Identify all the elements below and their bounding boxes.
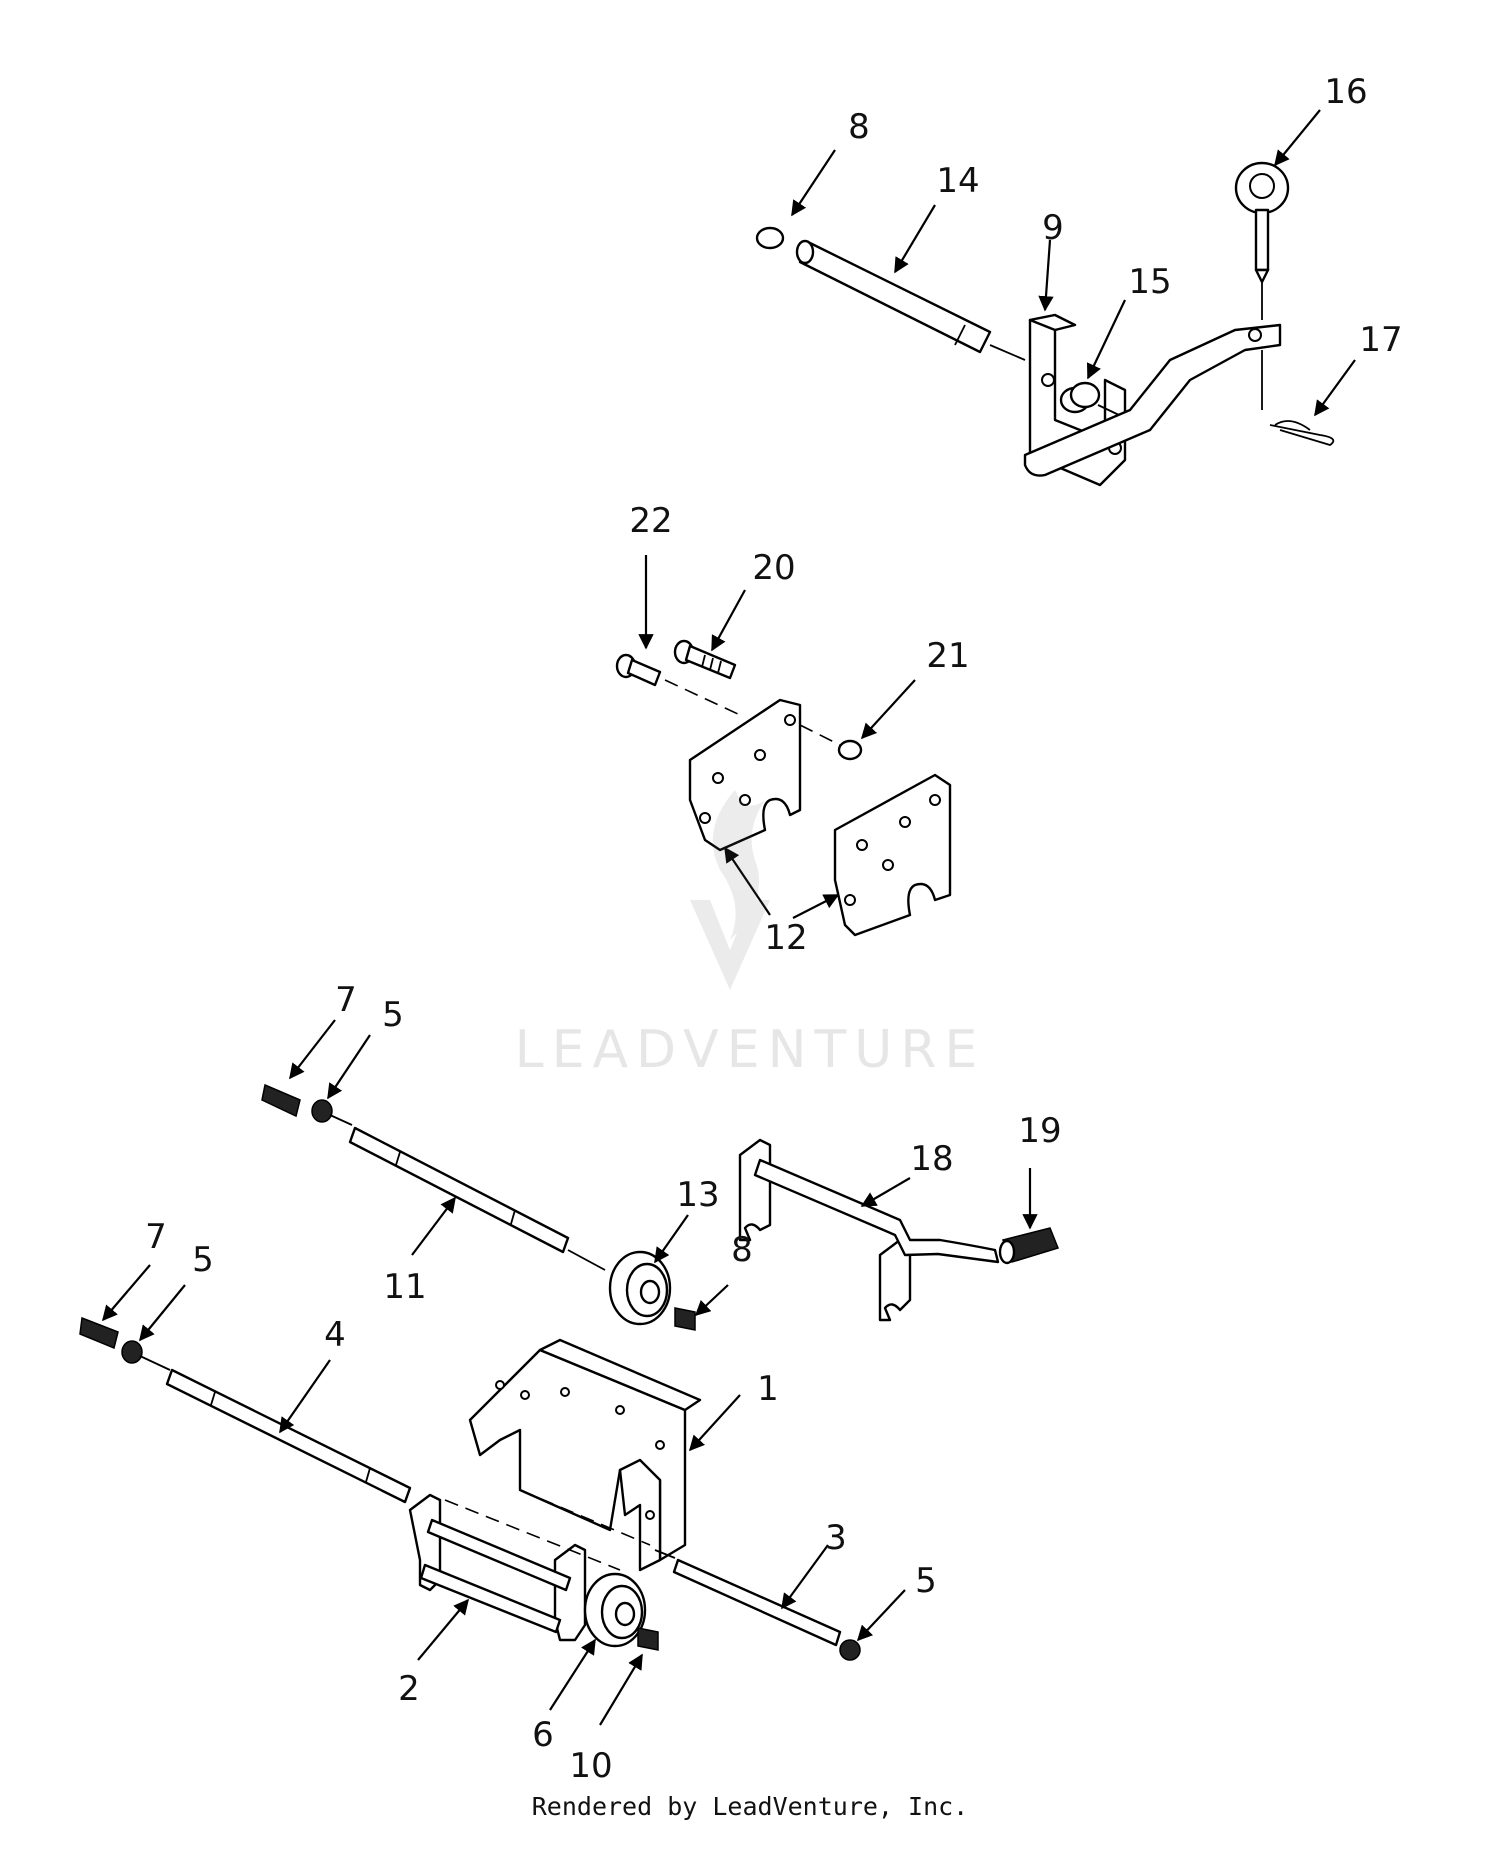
part-15-plate-back — [688, 698, 802, 852]
part-7-spring-lower — [79, 1316, 119, 1350]
callout-20: 21 — [926, 636, 970, 676]
callout-7-lower: 7 — [145, 1217, 167, 1257]
callout-15: 12 — [764, 918, 808, 958]
callout-5-right: 5 — [915, 1561, 937, 1601]
callout-10: 14 — [936, 161, 980, 201]
shaft-assembly-upper — [261, 1083, 1059, 1331]
part-8-nut-lower — [637, 1627, 659, 1651]
part-6-wheel — [583, 1572, 647, 1648]
part-12-nut — [755, 226, 785, 250]
part-5-washer-upper — [311, 1099, 333, 1123]
part-16-shaft — [348, 1126, 570, 1254]
callout-2: 2 — [398, 1669, 420, 1709]
part-4-shaft — [165, 1368, 412, 1504]
part-15-plate-front — [833, 773, 952, 937]
part-17-crank-bracket — [738, 1138, 1000, 1322]
callout-7-upper: 7 — [335, 980, 357, 1020]
callout-21: 22 — [629, 501, 673, 541]
callout-4: 4 — [324, 1315, 346, 1355]
callout-14: 17 — [1359, 320, 1403, 360]
footer-credit: Rendered by LeadVenture, Inc. — [531, 1792, 969, 1821]
callout-5-upper: 5 — [382, 995, 404, 1035]
part-22-handle-grip — [998, 1227, 1059, 1265]
callout-8-upper: 8 — [731, 1230, 753, 1270]
callout-9: 9 — [1042, 208, 1064, 248]
callout-12: 8 — [848, 107, 870, 147]
part-11-spacer — [1059, 381, 1101, 414]
callout-22: 19 — [1018, 1111, 1062, 1151]
part-18-wheel — [608, 1250, 672, 1326]
callout-1: 1 — [757, 1369, 779, 1409]
part-19-bolt — [673, 639, 737, 680]
part-5-washer-right — [839, 1639, 861, 1661]
part-21-bolt — [615, 653, 662, 687]
part-8-nut-upper — [674, 1307, 696, 1331]
callout-11: 15 — [1128, 262, 1172, 302]
callout-19: 20 — [752, 548, 796, 588]
callout-13: 16 — [1324, 72, 1368, 112]
hitch-plate — [1023, 323, 1282, 477]
part-10-hitch-pin — [795, 239, 992, 354]
watermark-logo — [690, 790, 770, 990]
shaft-assembly-lower — [79, 1316, 861, 1661]
callout-8-lower: 10 — [569, 1746, 613, 1786]
callout-6: 6 — [532, 1715, 554, 1755]
callout-3: 3 — [825, 1518, 847, 1558]
callout-5-lower: 5 — [192, 1240, 214, 1280]
leader-lines — [101, 109, 1356, 1726]
part-2-lower-bracket — [408, 1493, 587, 1642]
part-14-hairpin-clip — [1269, 420, 1335, 446]
hitch-assembly — [755, 161, 1335, 487]
part-1-main-bracket — [468, 1338, 702, 1572]
part-3-rod — [672, 1558, 842, 1647]
part-20-nut — [837, 739, 863, 761]
callout-18: 13 — [676, 1175, 720, 1215]
part-13-eye-pin — [1234, 161, 1290, 284]
watermark-text: LEADVENTURE — [514, 1020, 986, 1080]
plate-assembly — [615, 639, 952, 937]
part-5-washer-lower — [121, 1340, 143, 1364]
callout-17: 18 — [910, 1139, 954, 1179]
callout-16: 11 — [383, 1267, 427, 1307]
part-7-spring-upper — [261, 1083, 301, 1118]
